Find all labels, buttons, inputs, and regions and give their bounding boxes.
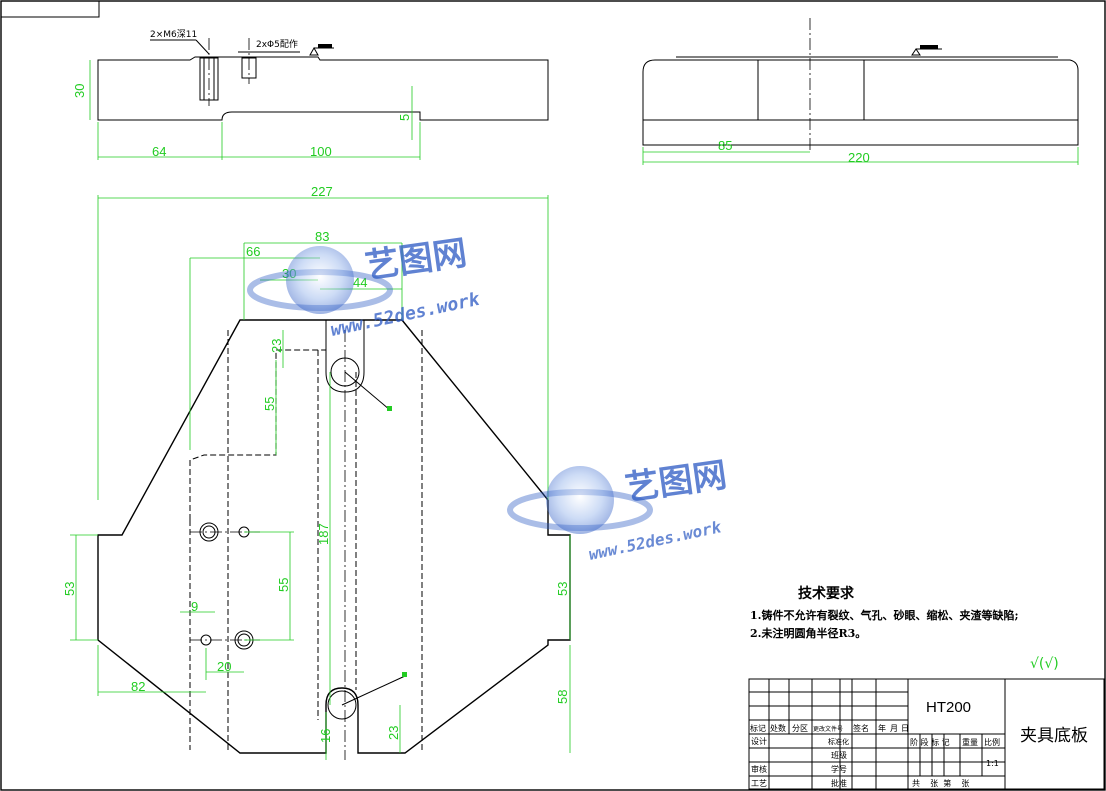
dim-left-64: 64 (152, 144, 166, 159)
dim-83: 83 (315, 229, 329, 244)
dim-center-85: 85 (718, 138, 732, 153)
dim-16: 16 (318, 729, 333, 743)
tb-class: 班级 (831, 750, 847, 760)
material: HT200 (926, 699, 971, 716)
dim-55-lower: 55 (276, 578, 291, 592)
tb-std: 标准化 (828, 737, 849, 746)
dim-23-lower: 23 (386, 726, 401, 740)
watermark-cn-2: 艺图网 (623, 455, 730, 509)
tech-req-item-1: 1.铸件不允许有裂纹、气孔、砂眼、缩松、夹渣等缺陷; (750, 608, 1019, 622)
dim-82: 82 (131, 679, 145, 694)
roughness-symbol: √(√) (1030, 656, 1059, 672)
tb-day: 日 (901, 724, 909, 733)
tech-req-item-2: 2.未注明圆角半径R3。 (750, 626, 866, 640)
dim-55-upper: 55 (262, 397, 277, 411)
tb-year: 年 (878, 723, 886, 733)
thread-hole-label: 2×M6深11 (150, 29, 197, 40)
dim-20: 20 (217, 659, 231, 674)
dim-slot-100: 100 (310, 144, 332, 159)
tech-requirements: 技术要求 1.铸件不允许有裂纹、气孔、砂眼、缩松、夹渣等缺陷; 2.未注明圆角半… (750, 585, 1019, 640)
dim-width-220: 220 (848, 150, 870, 165)
part-name: 夹具底板 (1020, 726, 1088, 746)
tb-student-no: 学号 (831, 764, 847, 774)
dim-23: 23 (269, 339, 284, 353)
tb-scale-value: 1:1 (986, 759, 999, 768)
pin-hole-label: 2xΦ5配作 (256, 38, 298, 50)
dim-58: 58 (555, 690, 570, 704)
title-block: HT200 夹具底板 标记 处数 分区 更改文件号 签名 年 月 日 设计 标准… (748, 678, 1105, 790)
tb-process: 工艺 (751, 779, 767, 788)
tb-change-doc: 更改文件号 (813, 725, 843, 733)
tb-approve: 批准 (831, 778, 847, 788)
tb-month: 月 (890, 724, 898, 733)
side-view: 85 220 (642, 18, 1079, 165)
tech-req-title: 技术要求 (798, 585, 855, 602)
tb-sign: 签名 (853, 723, 869, 733)
plan-view: 227 83 66 30 44 23 55 187 53 55 9 20 (62, 184, 571, 760)
watermark-lower: 艺图网 www.52des.work (507, 455, 730, 564)
dim-slot-depth-5: 5 (397, 114, 412, 121)
tb-weight: 重量 (962, 737, 978, 747)
tb-review: 审核 (751, 764, 767, 774)
tb-mark: 标记 (750, 723, 766, 733)
tb-sheets: 共 张 第 张 (912, 778, 969, 788)
dim-44: 44 (353, 275, 367, 290)
tb-count: 处数 (770, 723, 786, 733)
watermark-cn-1: 艺图网 (363, 233, 470, 287)
dim-overall-227: 227 (311, 184, 333, 199)
tb-scale: 比例 (984, 737, 1000, 747)
tb-zone: 分区 (792, 724, 808, 733)
dim-187: 187 (316, 523, 331, 545)
tb-design: 设计 (751, 736, 767, 746)
tb-stage: 阶 段 标 记 (910, 737, 950, 747)
dim-53-left: 53 (62, 582, 77, 596)
corner-tab (0, 0, 100, 18)
dim-9: 9 (191, 599, 198, 614)
section-view: 2×M6深11 2xΦ5配作 30 64 100 5 (72, 29, 549, 160)
dim-66: 66 (246, 244, 260, 259)
dim-height-30: 30 (72, 84, 87, 98)
dim-53-right: 53 (555, 582, 570, 596)
watermark-url-1: www.52des.work (329, 289, 483, 341)
